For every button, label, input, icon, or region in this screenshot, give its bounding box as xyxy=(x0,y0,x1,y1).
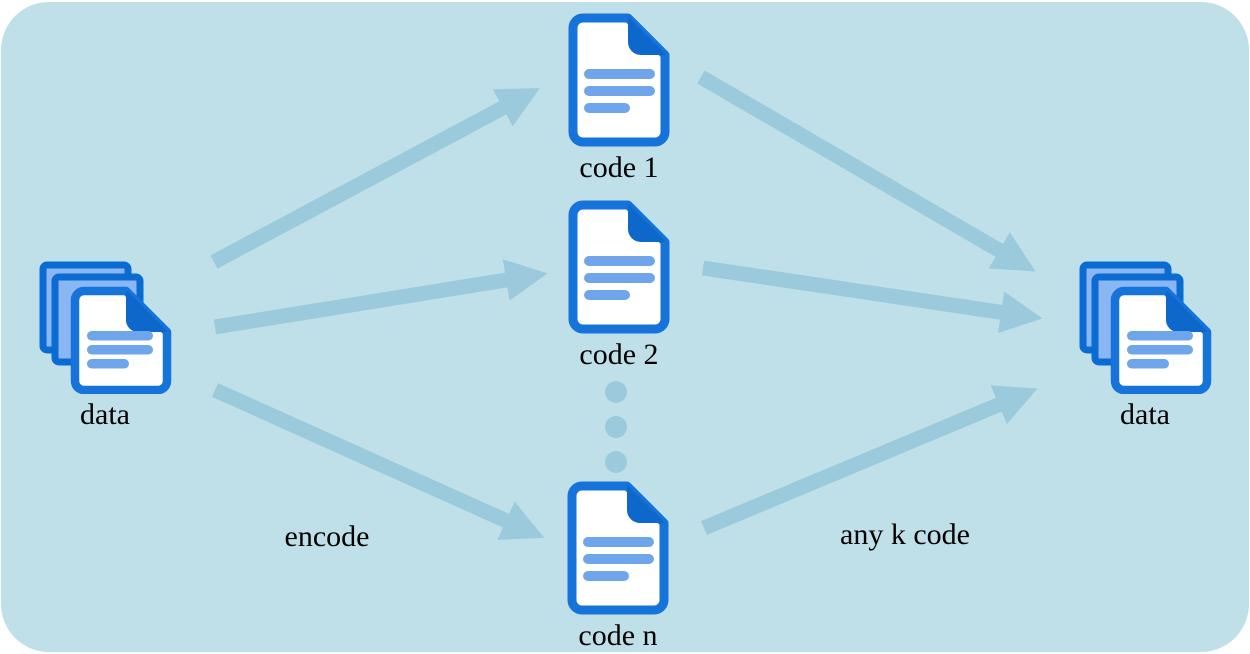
document-stack-icon xyxy=(38,260,172,394)
node-data-source: data xyxy=(38,260,172,431)
node-code-n: code n xyxy=(567,481,669,652)
node-code-2: code 2 xyxy=(568,200,670,371)
node-label-data-sink: data xyxy=(1120,398,1170,431)
edge-label-any-k-code: any k code xyxy=(840,518,970,551)
edge-label-encode: encode xyxy=(284,520,370,553)
document-stack-icon xyxy=(1078,260,1212,394)
document-icon xyxy=(567,481,669,615)
node-label-code-1: code 1 xyxy=(579,151,659,184)
document-icon xyxy=(568,200,670,334)
node-label-code-2: code 2 xyxy=(579,338,659,371)
node-label-data-source: data xyxy=(80,398,130,431)
node-label-code-n: code n xyxy=(578,619,658,652)
document-icon xyxy=(568,13,670,147)
node-data-sink: data xyxy=(1078,260,1212,431)
node-code-1: code 1 xyxy=(568,13,670,184)
